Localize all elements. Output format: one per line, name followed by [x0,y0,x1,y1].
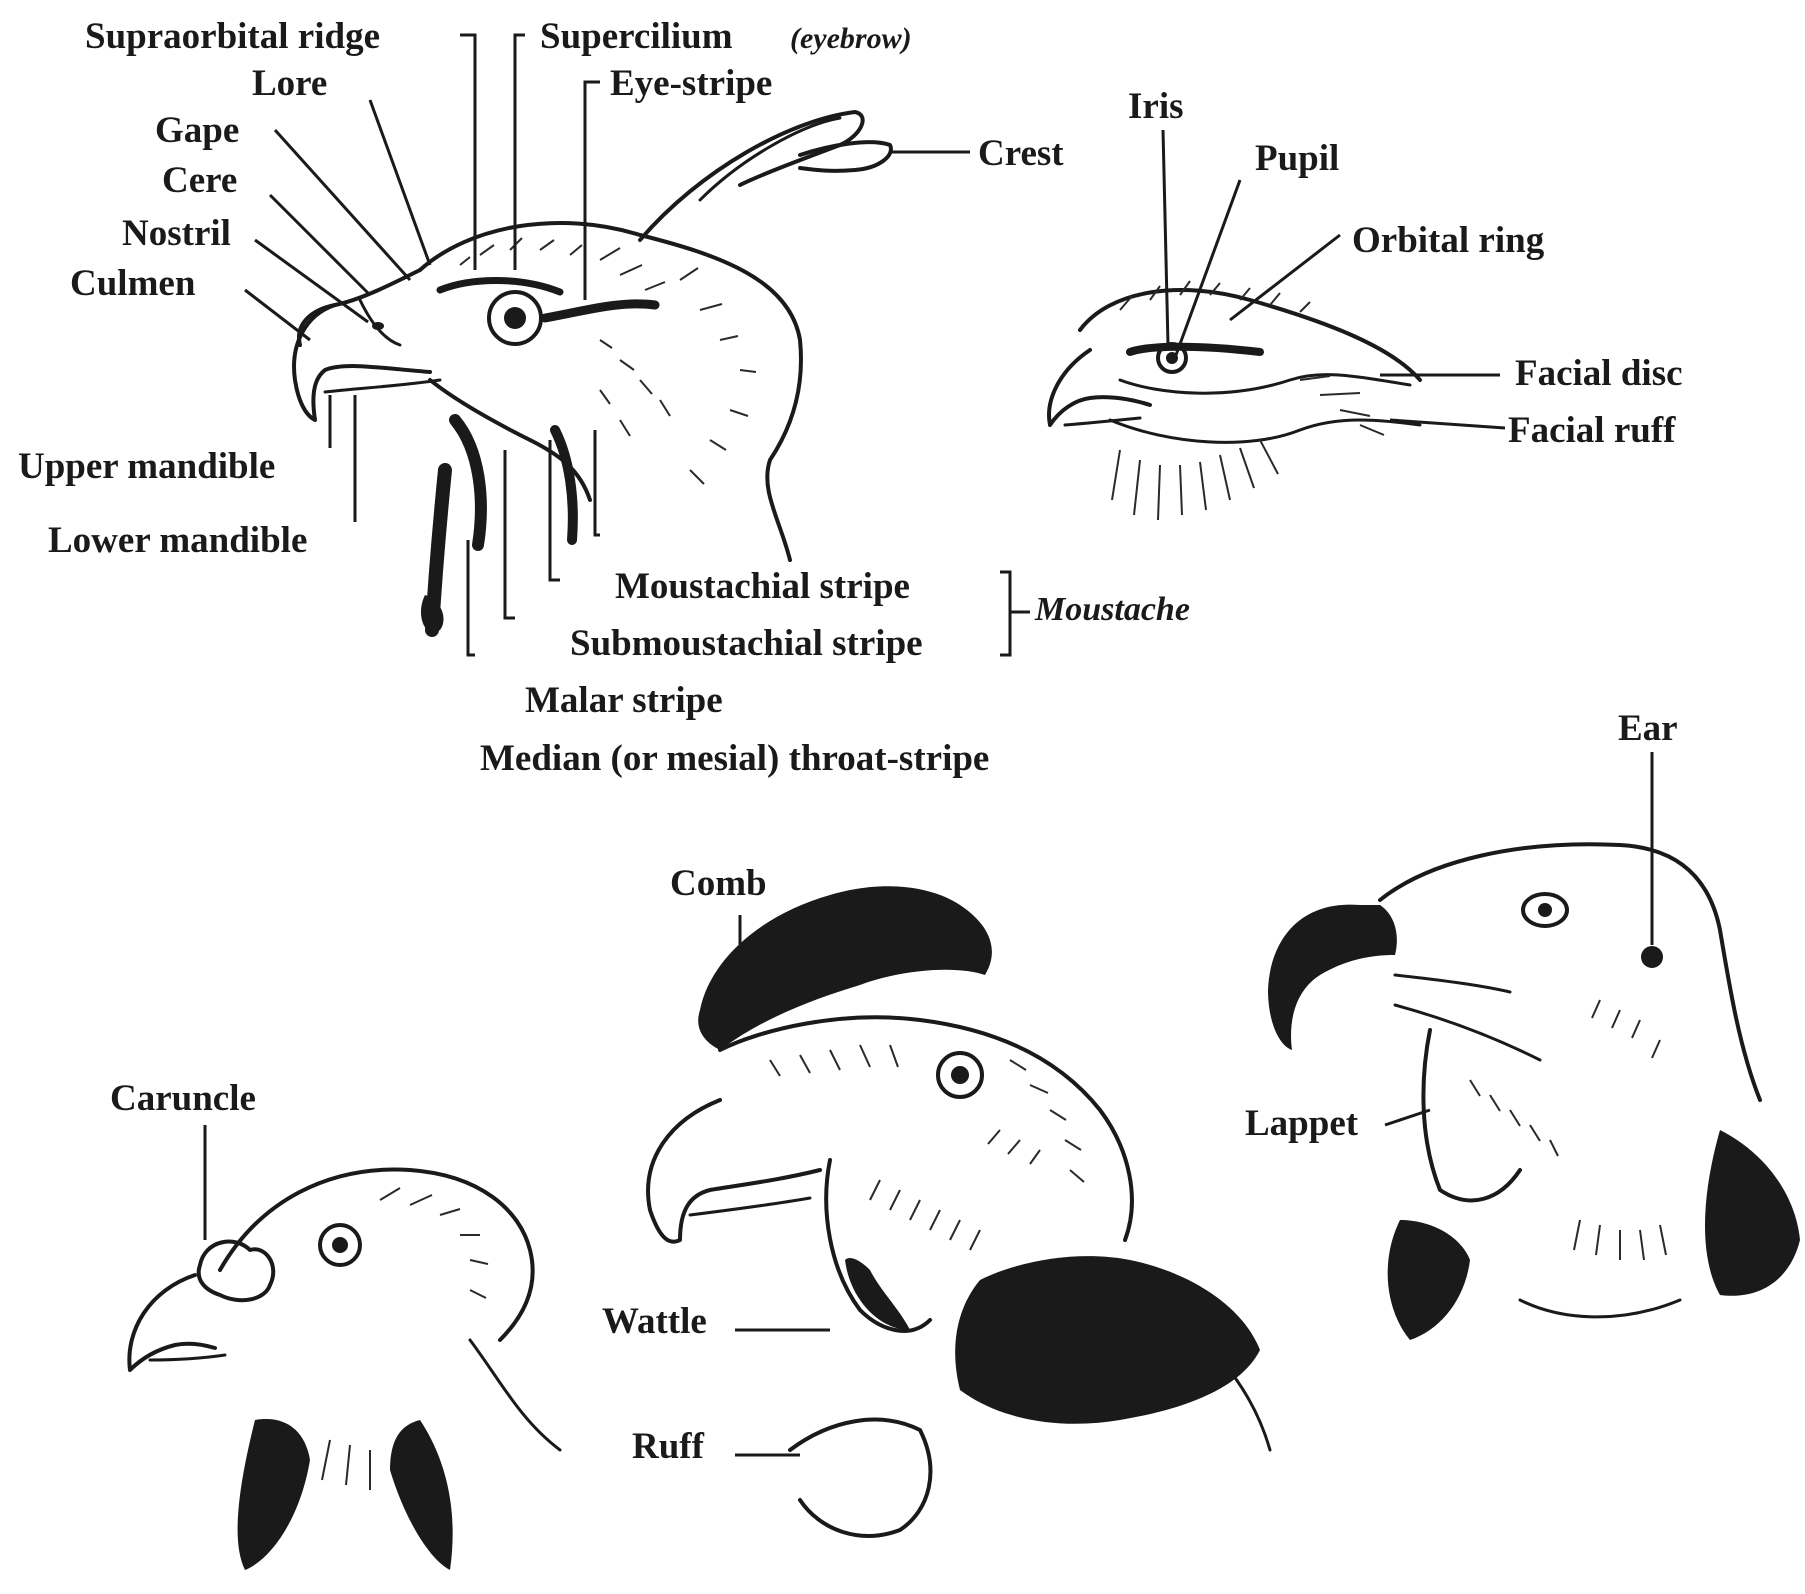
label-pupil: Pupil [1255,138,1339,179]
label-caruncle: Caruncle [110,1078,256,1119]
label-lappet: Lappet [1245,1103,1359,1144]
label-submoustachial-stripe: Submoustachial stripe [570,623,923,664]
label-wattle: Wattle [602,1301,707,1342]
label-malar-stripe: Malar stripe [525,680,723,721]
label-moustache: Moustache [1034,591,1190,628]
label-supercilium-note: (eyebrow) [790,22,912,55]
label-lower-mandible: Lower mandible [48,520,307,561]
label-upper-mandible: Upper mandible [18,446,275,487]
label-moustachial-stripe: Moustachial stripe [615,566,910,607]
label-ruff: Ruff [632,1426,705,1467]
label-crest: Crest [978,133,1064,174]
label-comb: Comb [670,863,767,904]
crested-raptor-head [294,112,891,632]
label-ear: Ear [1618,708,1678,749]
label-eye-stripe: Eye-stripe [610,63,772,104]
label-orbital-ring: Orbital ring [1352,220,1545,261]
caruncle-vulture-head [129,1170,560,1570]
label-facial-disc: Facial disc [1515,353,1683,394]
label-cere: Cere [162,160,237,201]
label-culmen: Culmen [70,263,196,304]
label-nostril: Nostril [122,213,231,254]
label-lore: Lore [252,63,327,104]
label-supercilium: Supercilium [540,16,733,57]
label-gape: Gape [155,110,239,151]
label-facial-ruff: Facial ruff [1508,410,1676,451]
label-supraorbital-ridge: Supraorbital ridge [85,16,380,57]
label-iris: Iris [1128,86,1184,127]
label-median-throat-stripe: Median (or mesial) throat-stripe [480,738,989,779]
lappet-vulture-head [1268,844,1800,1340]
